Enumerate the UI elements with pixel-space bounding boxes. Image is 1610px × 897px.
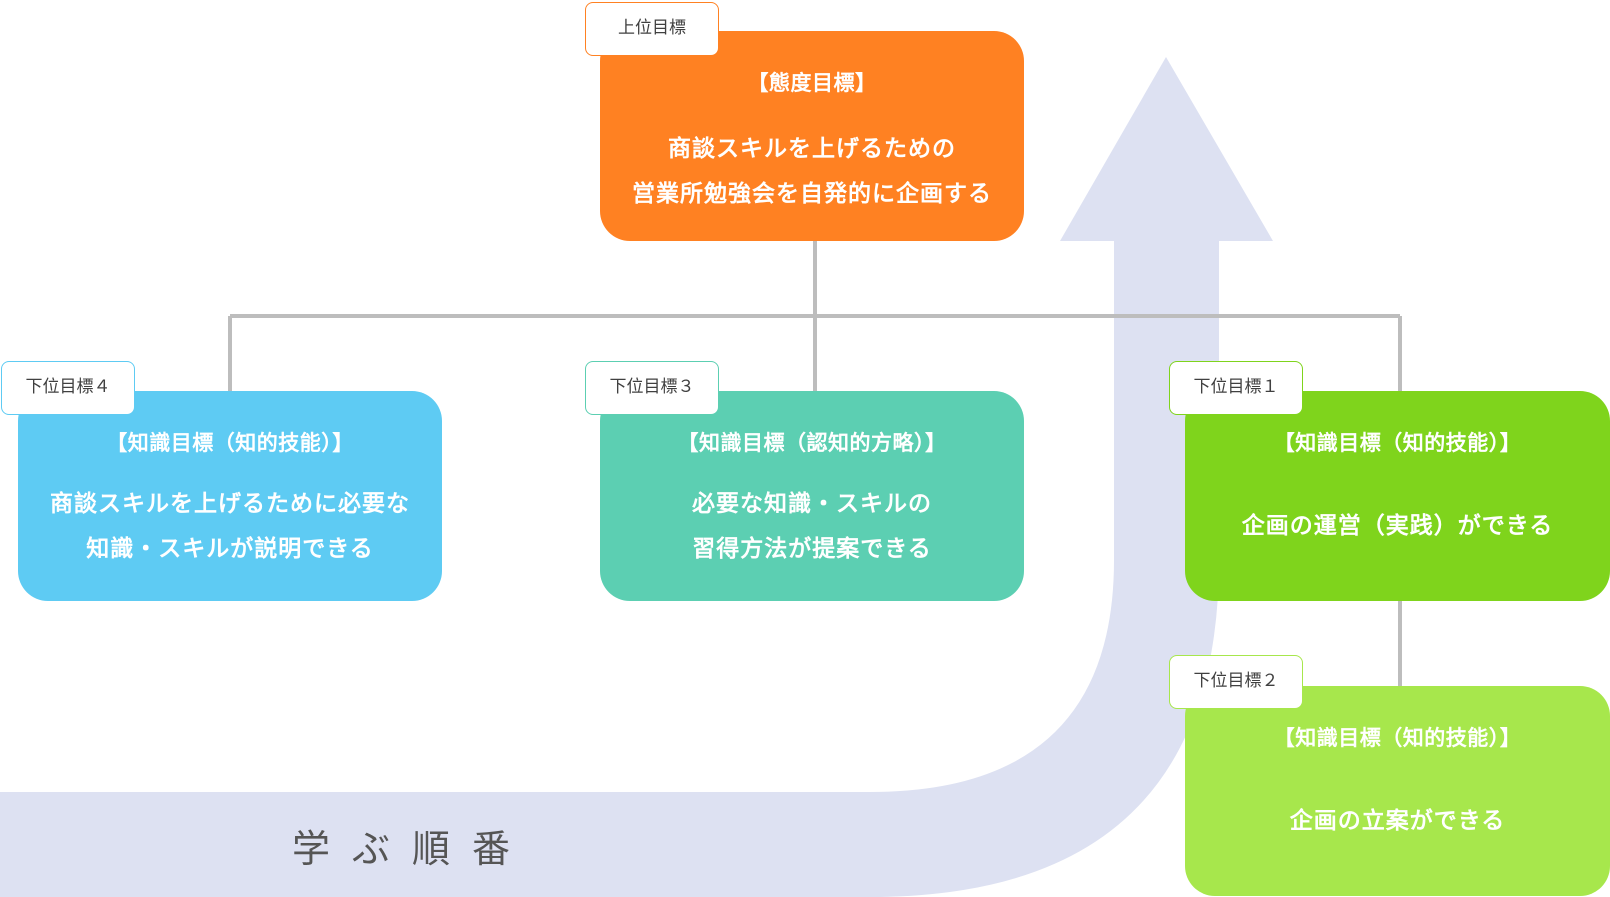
learning-order-arrow	[0, 57, 1273, 897]
top-goal-text: 商談スキルを上げるための 営業所勉強会を自発的に企画する	[600, 127, 1024, 217]
sub-goal-2-box: 【知識目標（知的技能）】 企画の立案ができる	[1185, 686, 1610, 896]
sub-goal-4-text: 商談スキルを上げるために必要な 知識・スキルが説明できる	[18, 482, 442, 572]
top-goal-category: 【態度目標】	[747, 71, 877, 95]
top-goal-box: 【態度目標】 商談スキルを上げるための 営業所勉強会を自発的に企画する	[600, 31, 1024, 241]
sub-goal-3-line-2: 習得方法が提案できる	[692, 536, 932, 562]
sub-goal-1-box: 【知識目標（知的技能）】 企画の運営（実践）ができる	[1185, 391, 1610, 601]
sub-goal-2-line-1: 企画の立案ができる	[1289, 808, 1506, 834]
sub-goal-4-category: 【知識目標（知的技能）】	[106, 431, 354, 455]
sub-goal-3-tag: 下位目標３	[585, 361, 719, 415]
sub-goal-3-line-1: 必要な知識・スキルの	[692, 491, 932, 517]
sub-goal-2-text: 企画の立案ができる	[1185, 799, 1610, 844]
top-goal-line-2: 営業所勉強会を自発的に企画する	[632, 181, 992, 207]
sub-goal-1-line-1: 企画の運営（実践）ができる	[1241, 513, 1554, 539]
sub-goal-4-line-2: 知識・スキルが説明できる	[86, 536, 374, 562]
sub-goal-2-tag: 下位目標２	[1169, 655, 1303, 709]
sub-goal-4-tag: 下位目標４	[1, 361, 135, 415]
sub-goal-3-box: 【知識目標（認知的方略）】 必要な知識・スキルの 習得方法が提案できる	[600, 391, 1024, 601]
sub-goal-4-box: 【知識目標（知的技能）】 商談スキルを上げるために必要な 知識・スキルが説明でき…	[18, 391, 442, 601]
sub-goal-1-text: 企画の運営（実践）ができる	[1185, 504, 1610, 549]
sub-goal-3-text: 必要な知識・スキルの 習得方法が提案できる	[600, 482, 1024, 572]
sub-goal-2-category: 【知識目標（知的技能）】	[1273, 726, 1522, 750]
top-goal-tag: 上位目標	[585, 2, 719, 56]
sub-goal-1-tag: 下位目標１	[1169, 361, 1303, 415]
sub-goal-3-category: 【知識目標（認知的方略）】	[677, 431, 947, 455]
top-goal-line-1: 商談スキルを上げるための	[668, 136, 956, 162]
sub-goal-4-line-1: 商談スキルを上げるために必要な	[50, 491, 410, 517]
tree-connectors	[228, 241, 1402, 686]
learning-order-label: 学ぶ順番	[292, 827, 533, 871]
sub-goal-1-category: 【知識目標（知的技能）】	[1273, 431, 1522, 455]
